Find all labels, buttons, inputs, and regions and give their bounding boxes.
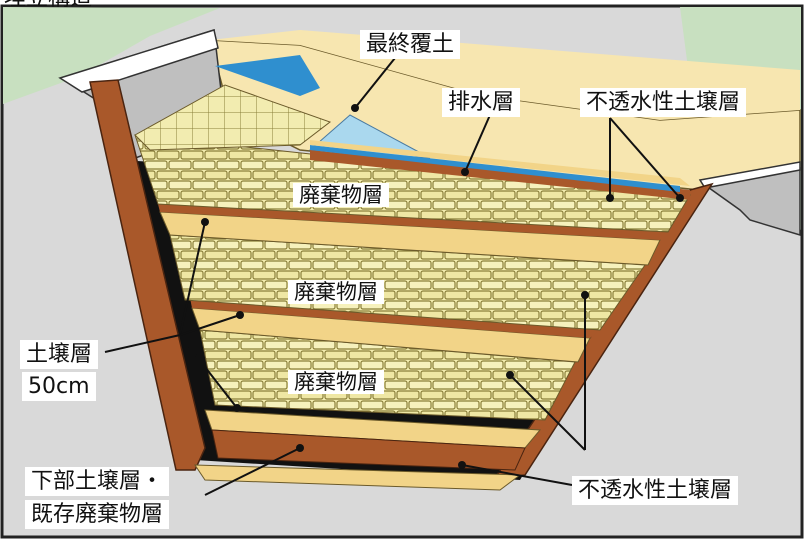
leader-lines [104, 57, 681, 496]
waste-layer-label-1: 廃棄物層 [293, 183, 389, 208]
imp-band-2 [158, 204, 668, 240]
dot-soil-c [233, 404, 241, 412]
impermeable-soil-label-bottom: 不透水性土壌層 [572, 476, 739, 506]
drainage-layer-label: 排水層 [442, 88, 521, 118]
bottom-layer-label-line2: 既存廃棄物層 [25, 500, 170, 530]
clipped-title: 埋立構造 [4, 0, 92, 11]
dot-imp-bottom-a [458, 461, 466, 469]
dot-imp-top-b [676, 194, 684, 202]
bottom-soil-band [194, 464, 522, 491]
left-bank-top [58, 29, 219, 93]
dot-final-cover [351, 104, 359, 112]
drain-band [215, 55, 320, 96]
soil-band-2 [159, 211, 661, 266]
leader-soil-c [179, 334, 238, 409]
waste-layer-label-2: 廃棄物層 [288, 280, 384, 305]
dot-soil-b [236, 311, 244, 319]
top-drain-band [310, 145, 680, 192]
leader-dots [201, 104, 684, 469]
waste-layer-label-3: 廃棄物層 [288, 370, 384, 395]
dot-imp-top-a [606, 194, 614, 202]
leader-imp-bottom-c [509, 374, 586, 451]
left-wall [89, 79, 206, 471]
soil-layer-label: 土壌層 [20, 340, 99, 370]
ground-top-left [3, 7, 220, 104]
dot-soil-a [201, 218, 209, 226]
leader-imp-bottom-a [461, 464, 573, 486]
soil-thickness-label: 50cm [22, 372, 96, 402]
right-bank-top [698, 161, 801, 189]
leader-bottom [204, 447, 301, 496]
top-soil-cover [310, 140, 690, 186]
dot-bottom [296, 444, 304, 452]
top-imp-band [310, 150, 690, 200]
bottom-layer-label-line1: 下部土壌層・ [25, 467, 170, 497]
impermeable-soil-label-top: 不透水性土壌層 [580, 88, 747, 118]
dot-imp-bottom-c [506, 371, 514, 379]
leader-soil-b [179, 314, 241, 336]
dot-imp-bottom-b [581, 291, 589, 299]
leader-imp-top-b [609, 117, 681, 199]
leader-final-cover [354, 57, 396, 109]
bottom-impermeable [211, 429, 526, 471]
waste-grid-top [134, 84, 332, 151]
final-cover-label: 最終覆土 [360, 30, 461, 60]
leader-drain [464, 114, 491, 173]
dot-drain [461, 168, 469, 176]
